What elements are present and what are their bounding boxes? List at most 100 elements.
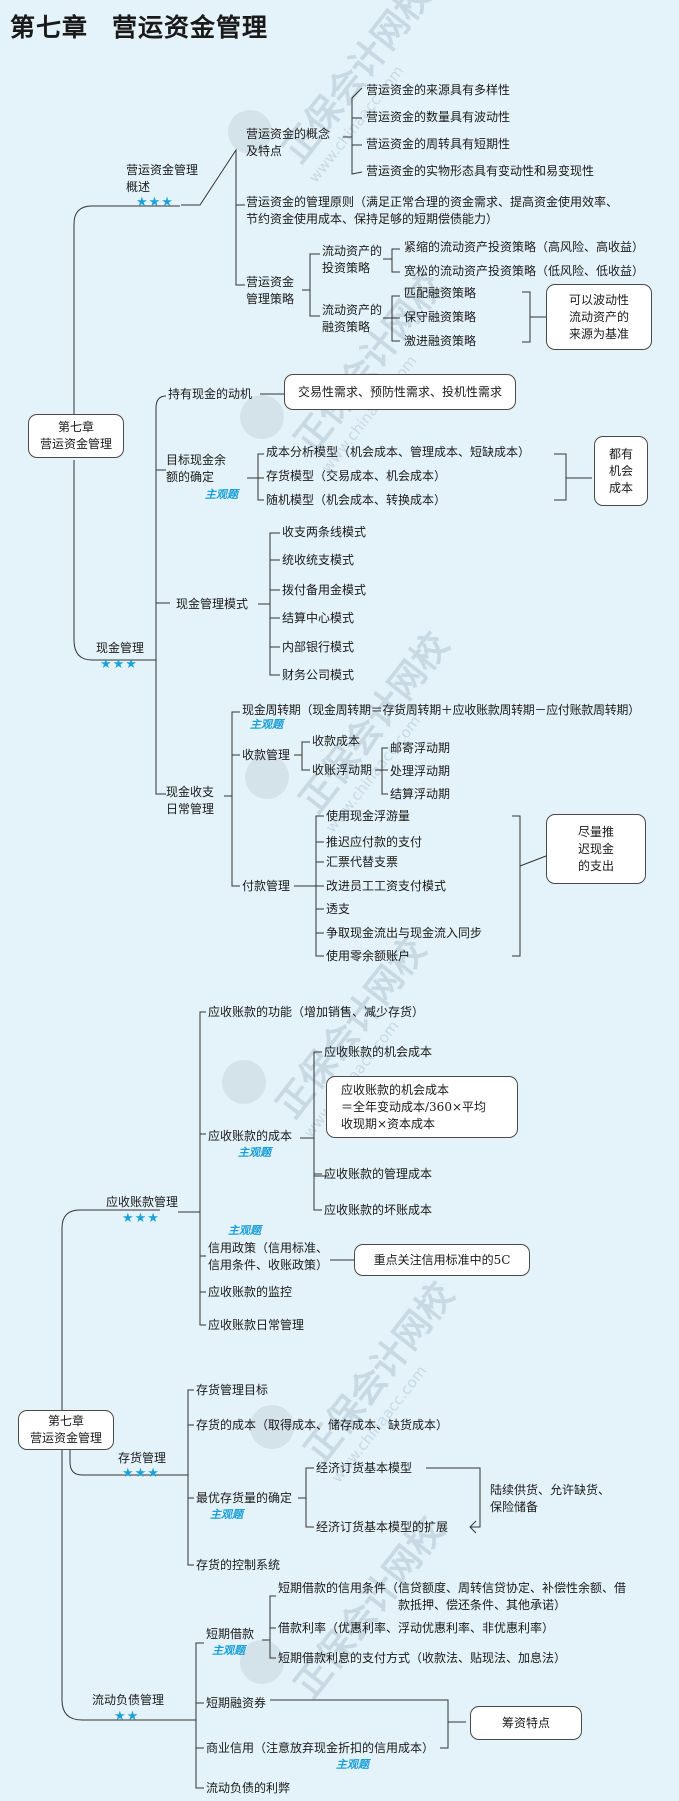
policy-note: 重点关注信用标准中的5C	[354, 1244, 530, 1276]
target-item: 存货模型（交易成本、机会成本）	[266, 469, 447, 483]
cash-stars: ★★★	[100, 657, 138, 672]
target-item: 成本分析模型（机会成本、管理成本、短缺成本）	[266, 445, 531, 459]
subjective-tag: 主观题	[228, 1224, 261, 1237]
inventory-label: 存货管理	[118, 1451, 167, 1465]
chapter-number: 第七章	[10, 13, 89, 42]
credit-policy: 信用政策（信用标准、信用条件、收账政策）	[208, 1241, 329, 1272]
mode-item: 收支两条线模式	[282, 525, 367, 539]
float-item: 处理浮动期	[390, 764, 451, 778]
page-title: 第七章营运资金管理	[10, 8, 268, 44]
pay-item: 使用现金浮游量	[326, 809, 411, 823]
receivable-stars: ★★★	[122, 1211, 160, 1226]
motive-label: 持有现金的动机	[168, 387, 253, 401]
receivable-label: 应收账款管理	[106, 1195, 179, 1209]
pay-label: 付款管理	[242, 879, 291, 893]
inventory-control: 存货的控制系统	[196, 1558, 281, 1572]
watermark-logo	[250, 1405, 294, 1449]
concept-item: 营运资金的周转具有短期性	[366, 137, 511, 151]
receivable-daily: 应收账款日常管理	[208, 1318, 305, 1332]
concept-label: 营运资金的概念及特点	[246, 127, 331, 158]
concept-item: 营运资金的来源具有多样性	[366, 83, 511, 97]
loan-rate: 借款利率（优惠利率、浮动优惠利率、非优惠利率）	[278, 1621, 555, 1635]
cash-label: 现金管理	[96, 641, 145, 655]
subjective-tag: 主观题	[205, 488, 238, 501]
short-loan: 短期借款	[206, 1627, 255, 1641]
overview-label: 营运资金管理概述	[126, 163, 199, 194]
daily-label: 现金收支日常管理	[166, 785, 215, 816]
subjective-tag: 主观题	[238, 1146, 271, 1159]
float-item: 邮寄浮动期	[390, 741, 451, 755]
motive-note: 交易性需求、预防性需求、投机性需求	[284, 374, 516, 410]
pay-item: 改进员工工资支付模式	[326, 879, 447, 893]
formula-box: 应收账款的机会成本＝全年变动成本/360×平均收现期×资本成本	[326, 1076, 518, 1138]
root-node: 第七章营运资金管理	[28, 414, 124, 458]
watermark-logo	[228, 110, 272, 154]
inventory-cost: 存货的成本（取得成本、储存成本、缺货成本）	[196, 1418, 449, 1432]
target-note: 都有机会成本	[594, 436, 648, 506]
finance-item: 匹配融资策略	[404, 286, 477, 300]
pay-item: 使用零余额账户	[326, 949, 411, 963]
finance-label: 流动资产的融资策略	[322, 303, 383, 334]
inventory-goal: 存货管理目标	[196, 1383, 269, 1397]
float-item: 结算浮动期	[390, 787, 451, 801]
subjective-tag: 主观题	[210, 1508, 243, 1521]
strategy-label: 营运资金管理策略	[246, 275, 295, 306]
trade-credit: 商业信用（注意放弃现金折扣的信用成本）	[206, 1741, 435, 1755]
mode-item: 财务公司模式	[282, 668, 355, 682]
overview-stars: ★★★	[136, 195, 174, 210]
finance-item: 激进融资策略	[404, 334, 477, 348]
cost-item: 应收账款的管理成本	[324, 1167, 433, 1181]
watermark-logo	[240, 1640, 284, 1684]
liability-note: 筹资特点	[470, 1706, 582, 1740]
subjective-tag: 主观题	[336, 1758, 369, 1771]
mode-label: 现金管理模式	[176, 597, 249, 611]
mode-item: 结算中心模式	[282, 611, 355, 625]
liability-pros-cons: 流动负债的利弊	[206, 1781, 291, 1795]
collect-float: 收账浮动期	[312, 763, 373, 777]
invest-label: 流动资产的投资策略	[322, 244, 383, 275]
root-chapter: 第七章	[47, 1414, 84, 1428]
mode-item: 统收统支模式	[282, 553, 355, 567]
pay-item: 争取现金流出与现金流入同步	[326, 926, 483, 940]
chapter-name: 营运资金管理	[112, 13, 269, 42]
root-chapter: 第七章	[57, 420, 94, 434]
pay-note: 尽量推迟现金的支出	[546, 814, 646, 884]
liability-label: 流动负债管理	[92, 1693, 165, 1707]
eoq-extension: 经济订货基本模型的扩展	[316, 1520, 449, 1534]
target-label: 目标现金余额的确定	[166, 453, 227, 484]
watermark-logo	[240, 395, 284, 439]
inventory-stars: ★★★	[122, 1466, 160, 1481]
concept-item: 营运资金的实物形态具有变动性和易变现性	[366, 164, 595, 178]
watermark-logo	[245, 755, 289, 799]
inventory-optimal: 最优存货量的确定	[196, 1491, 293, 1505]
pay-item: 透支	[326, 902, 351, 916]
eoq-model: 经济订货基本模型	[316, 1461, 413, 1475]
loan-interest: 短期借款利息的支付方式（收款法、贴现法、加息法）	[278, 1651, 567, 1665]
subjective-tag: 主观题	[250, 718, 283, 731]
principle-text: 营运资金的管理原则（满足正常合理的资金需求、提高资金使用效率、节约资金使用成本、…	[246, 195, 619, 226]
collect-cost: 收款成本	[312, 734, 361, 748]
cycle-text: 现金周转期（现金周转期＝存货周转期＋应收账款周转期－应付账款周转期）	[242, 703, 640, 717]
mode-item: 拨付备用金模式	[282, 583, 367, 597]
cost-item: 应收账款的坏账成本	[324, 1203, 433, 1217]
receivable-monitor: 应收账款的监控	[208, 1285, 293, 1299]
pay-item: 推迟应付款的支付	[326, 835, 423, 849]
root-title: 营运资金管理	[39, 437, 112, 451]
finance-item: 保守融资策略	[404, 310, 477, 324]
cost-item: 应收账款的机会成本	[324, 1045, 433, 1059]
invest-item: 紧缩的流动资产投资策略（高风险、高收益）	[404, 240, 645, 254]
watermark-logo	[222, 1060, 266, 1104]
concept-item: 营运资金的数量具有波动性	[366, 110, 511, 124]
finance-note: 可以波动性流动资产的来源为基准	[546, 284, 652, 350]
collect-label: 收款管理	[242, 748, 291, 762]
liability-stars: ★★	[114, 1709, 140, 1724]
mode-item: 内部银行模式	[282, 640, 355, 654]
eoq-ext-note: 陆续供货、允许缺货、保险储备	[490, 1483, 611, 1514]
target-item: 随机模型（机会成本、转换成本）	[266, 493, 447, 507]
loan-terms: 短期借款的信用条件（信贷额度、周转信贷协定、补偿性余额、借款抵押、偿还条件、其他…	[278, 1581, 627, 1612]
invest-item: 宽松的流动资产投资策略（低风险、低收益）	[404, 264, 645, 278]
commercial-paper: 短期融资券	[206, 1696, 267, 1710]
root-node: 第七章营运资金管理	[18, 1410, 114, 1450]
receivable-function: 应收账款的功能（增加销售、减少存货）	[208, 1005, 425, 1019]
